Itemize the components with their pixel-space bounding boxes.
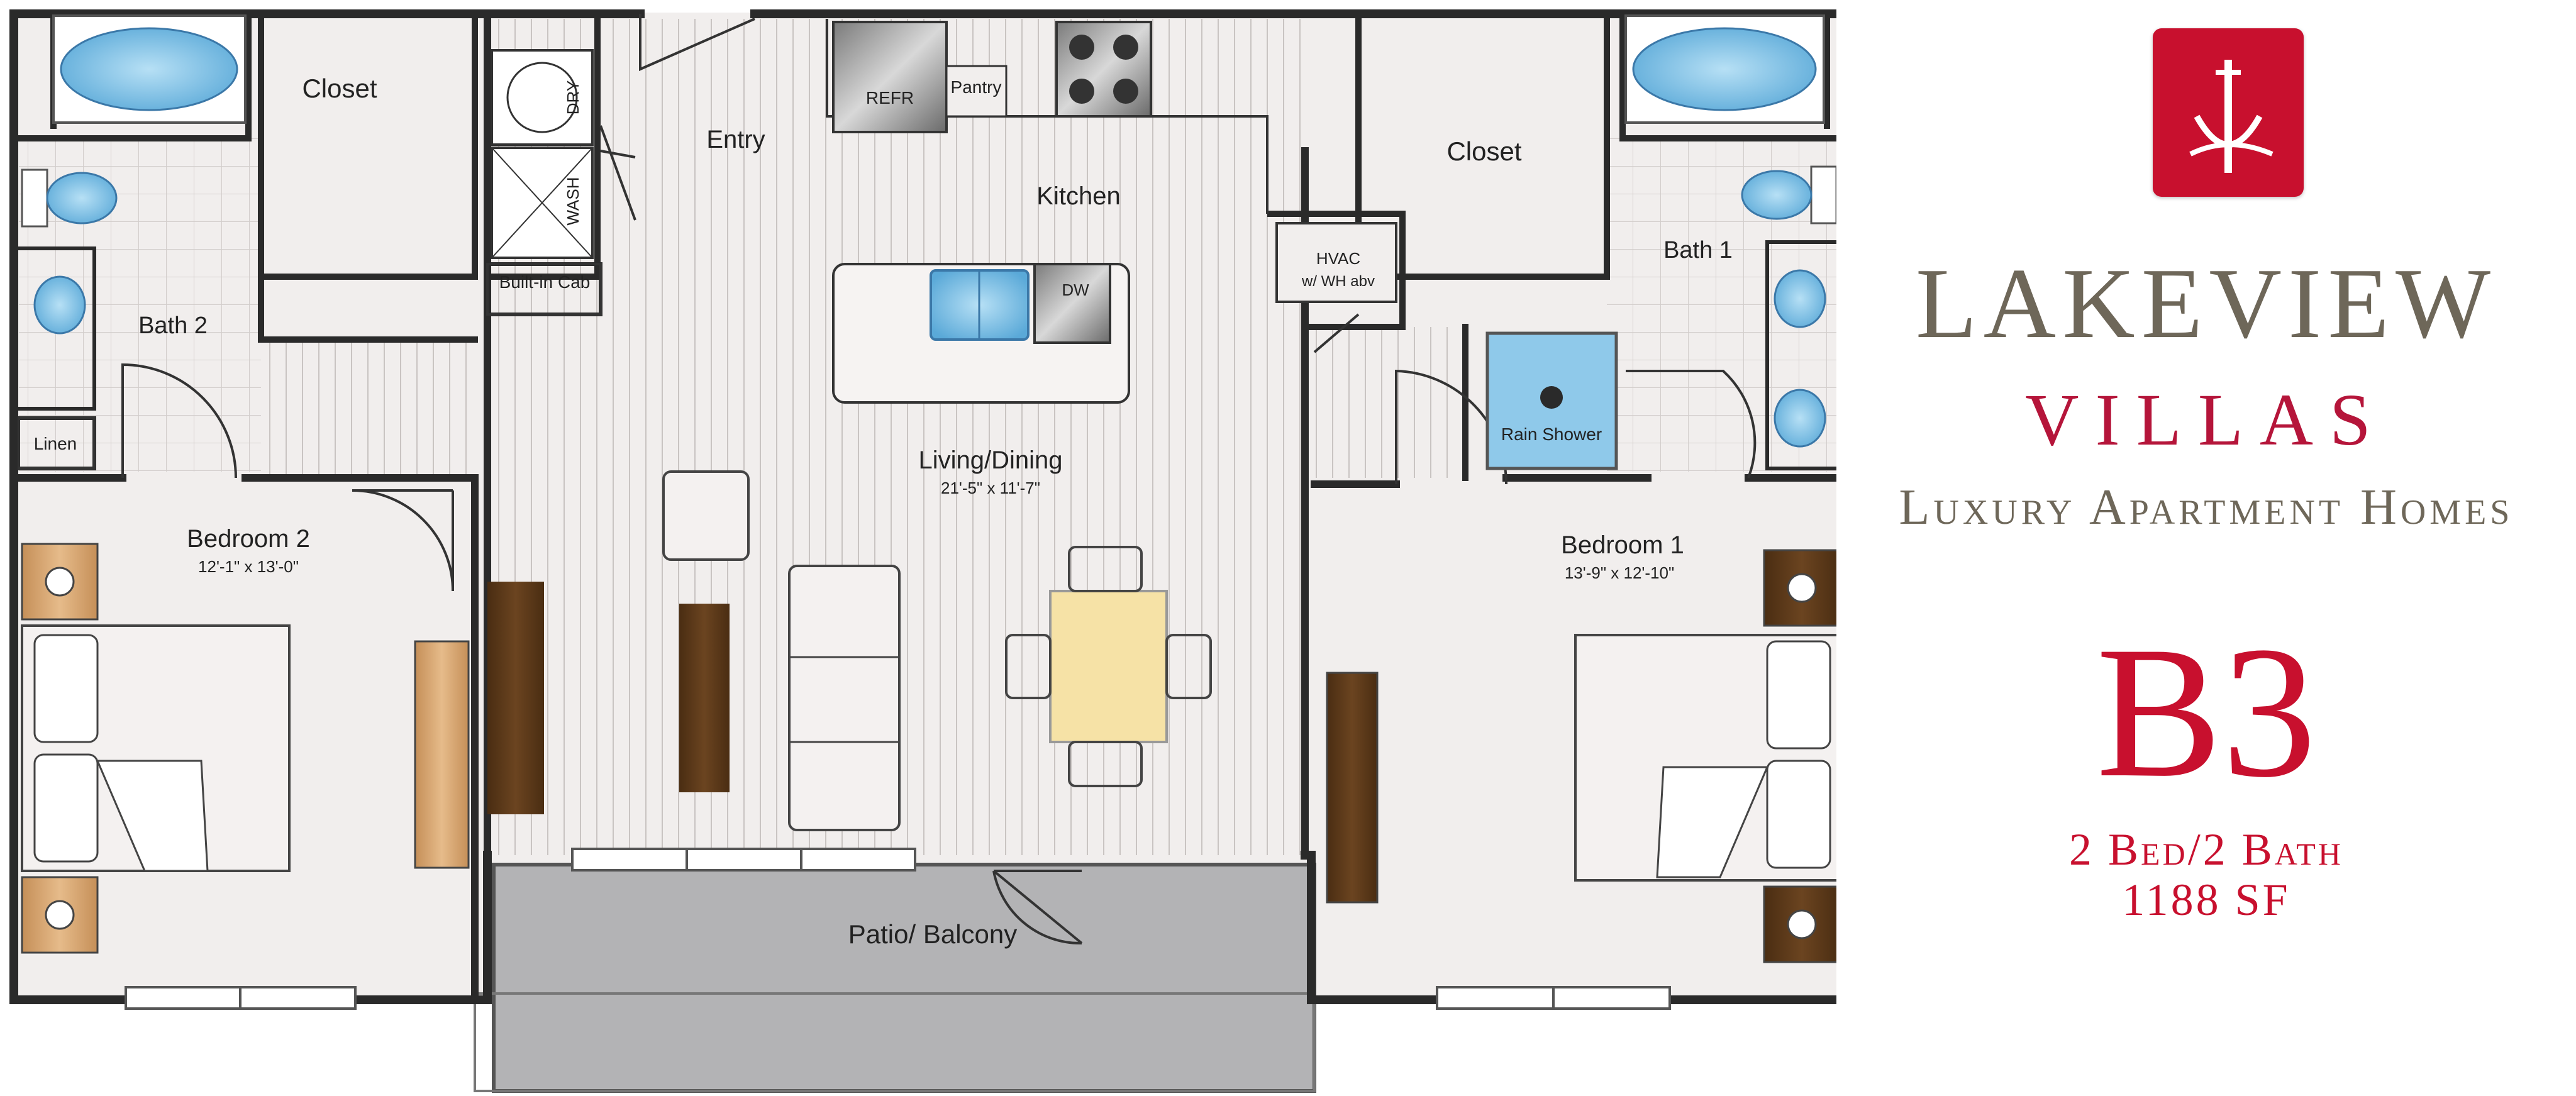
refrigerator [832,21,948,133]
bath2-sink [33,275,86,335]
label-hvac: HVAC [1316,249,1360,268]
label-bath1: Bath 1 [1663,237,1733,263]
label-dw: DW [1062,280,1089,299]
bed2-pillow-2 [33,753,99,863]
burner-2 [1113,35,1138,60]
doors [121,14,1757,945]
builtin-cab-box [486,263,602,316]
brand-tagline: Luxury Apartment Homes [1899,480,2514,535]
label-hvac-sub: w/ WH abv [1301,273,1375,290]
label-kitchen: Kitchen [1036,182,1120,210]
label-closet-right: Closet [1446,136,1521,166]
label-closet-left: Closet [302,74,377,103]
bed1-pillow-1 [1766,640,1831,750]
floor-plan: Closet Entry Kitchen Pantry REFR DRY WAS… [9,9,1836,1093]
burner-3 [1069,79,1094,104]
label-entry: Entry [706,126,765,153]
label-wash: WASH [564,177,582,225]
patio-floor [492,863,1316,1093]
hall-floor-left [261,340,475,478]
label-refr: REFR [866,88,914,108]
label-rain-shower: Rain Shower [1501,424,1602,444]
bedroom2-dresser [414,640,470,869]
bed1-lamp-bottom [1787,909,1817,939]
label-builtin: Built-in Cab [499,272,591,292]
shower-drain [1540,386,1563,409]
bath1-tub-basin [1632,27,1817,111]
dining-table [1049,590,1168,743]
beds-baths: 2 Bed/2 Bath [2069,824,2343,875]
washer [491,147,594,259]
linen-box [18,417,96,470]
brand-name-line1: LAKEVIEW [1915,247,2497,359]
brand-name-line2: VILLAS [2025,379,2387,461]
hvac-closet [1275,222,1397,303]
bath1-sink-bottom [1774,389,1826,448]
dishwasher [1033,263,1111,344]
label-bedroom1-dim: 13'-9" x 12'-10" [1565,563,1674,582]
square-feet: 1188 SF [2122,875,2290,925]
bed1-pillow-2 [1766,760,1831,869]
unit-code: B3 [2096,607,2317,816]
burner-1 [1069,35,1094,60]
label-pantry: Pantry [951,77,1002,97]
range [1055,21,1152,118]
bath2-toilet [21,169,118,228]
trident-monogram-icon [2189,60,2273,173]
tv-console [487,582,544,814]
brand-panel: LAKEVIEW VILLAS Luxury Apartment Homes B… [1836,0,2576,1096]
label-patio: Patio/ Balcony [848,919,1018,949]
label-linen: Linen [34,434,77,453]
living-armchair [662,470,750,561]
dining-chairs [1005,546,1212,787]
bed2-blanket-fold [96,760,209,872]
label-living-dim: 21'-5" x 11'-7" [941,479,1040,497]
bed2-pillow-1 [33,634,99,743]
bath1-sink-top [1774,269,1826,328]
bedroom1-dresser [1326,672,1379,904]
living-sofa [788,565,901,831]
bed2-lamp-bottom [45,900,75,930]
pantry [945,65,1008,118]
bed1-blanket-fold [1656,766,1769,878]
bath1-toilet [1741,165,1836,224]
burner-4 [1113,79,1138,104]
patio-railing [474,992,1316,1092]
label-living: Living/Dining [918,446,1062,474]
brand-logo [2153,28,2304,197]
bed1-lamp-top [1787,573,1817,603]
living-coffee-table [679,604,730,792]
label-dry: DRY [564,80,582,114]
label-bedroom2-dim: 12'-1" x 13'-0" [198,557,299,576]
windows [125,848,1671,1010]
label-bath2: Bath 2 [138,313,208,339]
label-bedroom2: Bedroom 2 [187,525,310,553]
bed2-lamp-top [45,567,75,597]
hall-floor-right [1302,327,1465,478]
label-bedroom1: Bedroom 1 [1561,531,1684,559]
bath2-tub-basin [60,27,238,111]
dryer [491,49,594,146]
